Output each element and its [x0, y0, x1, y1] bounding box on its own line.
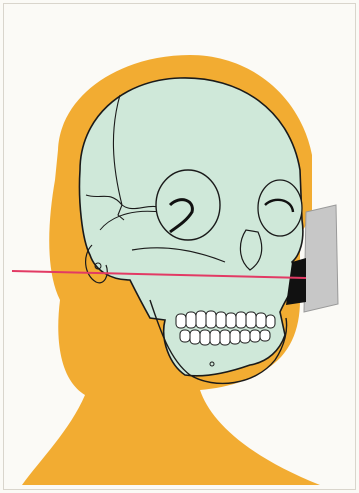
left-orbit — [156, 170, 220, 240]
upper-teeth — [176, 311, 275, 328]
film-plate — [304, 205, 338, 312]
right-orbit — [258, 180, 302, 236]
